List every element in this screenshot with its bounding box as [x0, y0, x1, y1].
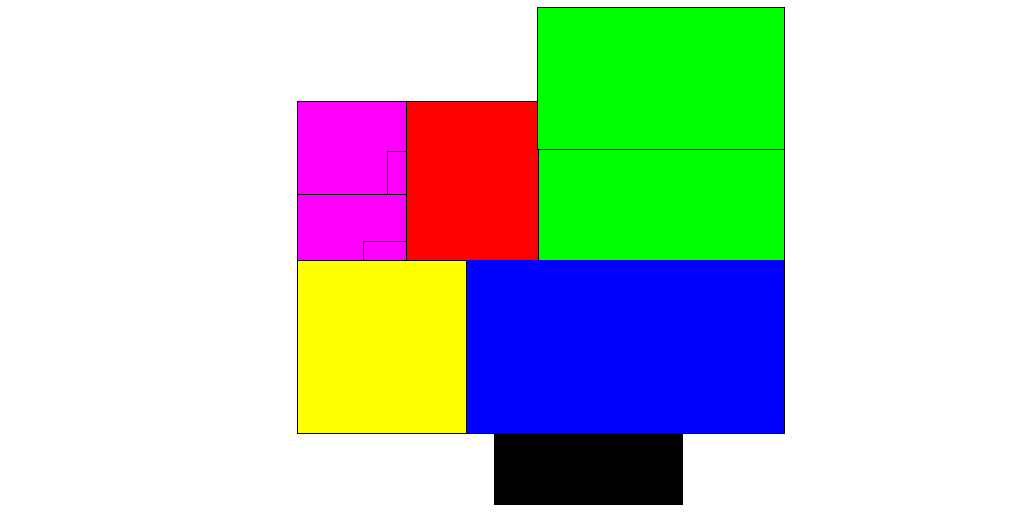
- green-block-top: [537, 7, 785, 150]
- red-block: [406, 101, 539, 261]
- green-block-bottom: [538, 149, 785, 270]
- black-block: [494, 433, 683, 505]
- blue-block-top-strip: [467, 260, 539, 270]
- yellow-block: [297, 260, 467, 434]
- magenta-inner-notch-bottom: [363, 241, 407, 261]
- magenta-inner-notch-top: [387, 151, 407, 195]
- blue-block: [466, 260, 785, 434]
